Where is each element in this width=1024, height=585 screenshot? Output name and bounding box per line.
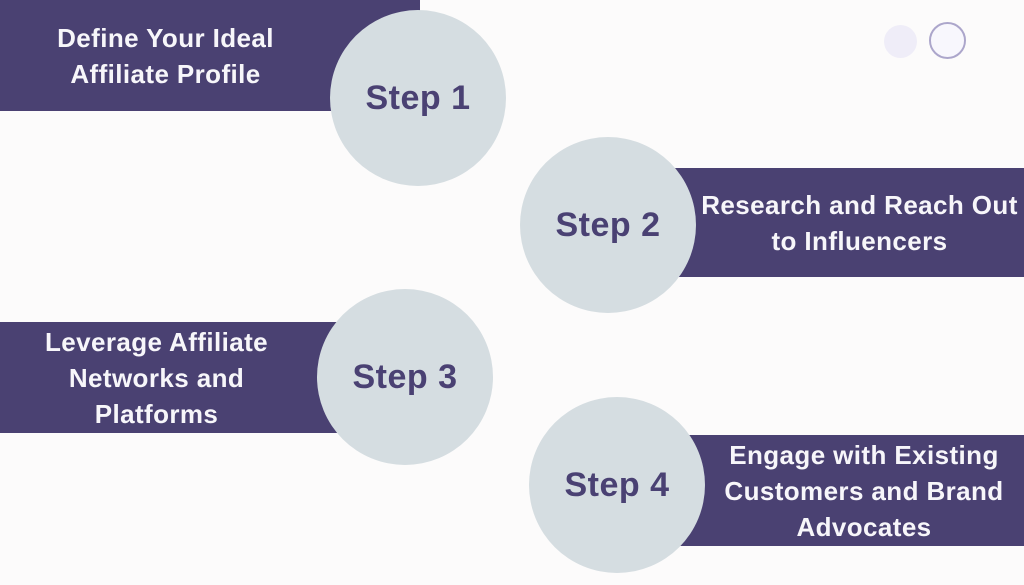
- step-4-title-line: Engage with Existing: [729, 439, 999, 470]
- step-4-circle: Step 4: [529, 397, 705, 573]
- step-4-title: Engage with Existing Customers and Brand…: [704, 435, 1024, 546]
- step-2-circle: Step 2: [520, 137, 696, 313]
- decorative-outlined-dot: [929, 22, 966, 59]
- step-2-label: Step 2: [555, 205, 661, 244]
- step-1-label: Step 1: [365, 78, 471, 117]
- step-1-title: Define Your Ideal Affiliate Profile: [0, 0, 331, 111]
- step-1-title-line: Affiliate Profile: [70, 58, 261, 89]
- step-2-title-line: Research and Reach Out: [701, 189, 1018, 220]
- step-2-title-line: to Influencers: [771, 225, 948, 256]
- step-3-title: Leverage Affiliate Networks and Platform…: [0, 322, 313, 433]
- step-3-title-line: Platforms: [94, 398, 219, 429]
- step-2-title: Research and Reach Out to Influencers: [695, 168, 1024, 277]
- step-3-label: Step 3: [352, 357, 458, 396]
- step-4-title-line: Customers and Brand: [724, 475, 1004, 506]
- step-4-label: Step 4: [564, 465, 670, 504]
- step-1-title-line: Define Your Ideal: [57, 22, 274, 53]
- step-3-circle: Step 3: [317, 289, 493, 465]
- step-4-title-line: Advocates: [796, 511, 932, 542]
- decorative-filled-dot: [884, 25, 917, 58]
- step-1-circle: Step 1: [330, 10, 506, 186]
- step-3-title-line: Leverage Affiliate: [45, 326, 268, 357]
- step-3-title-line: Networks and: [68, 362, 245, 393]
